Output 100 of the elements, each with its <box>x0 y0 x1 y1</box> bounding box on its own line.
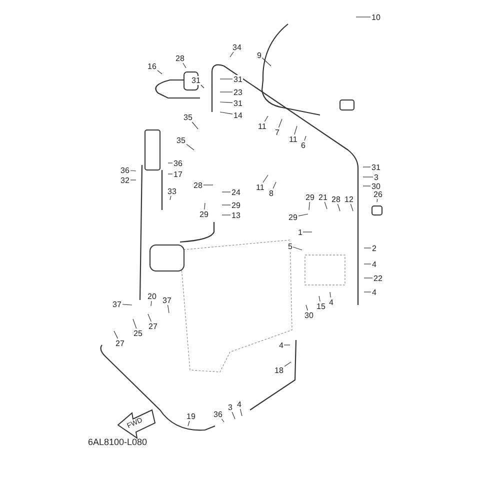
callout-number: 11 <box>257 122 268 130</box>
callout-number: 10 <box>370 12 382 22</box>
callout-number: 11 <box>255 182 266 192</box>
callout-number: 4 <box>371 260 378 268</box>
callout-number: 6 <box>300 140 306 150</box>
callout-number: 30 <box>304 310 314 320</box>
callout-number: 26 <box>372 190 384 198</box>
callout-number: 31 <box>232 98 244 108</box>
leader-line <box>362 166 371 168</box>
callout-number: 1 <box>297 228 304 236</box>
callout-number: 36 <box>120 166 130 174</box>
callout-number: 23 <box>232 88 244 96</box>
leader-line <box>132 318 137 329</box>
callout-number: 29 <box>230 200 242 210</box>
leader-line <box>318 296 320 302</box>
callout-number: 20 <box>146 292 158 300</box>
leader-line <box>264 116 268 122</box>
callout-number: 16 <box>146 62 158 70</box>
callout-number: 29 <box>288 212 298 222</box>
leader-line <box>356 16 371 18</box>
callout-number: 3 <box>227 402 234 412</box>
callout-number: 37 <box>162 296 172 304</box>
leader-line <box>130 170 136 172</box>
leader-line <box>324 201 328 210</box>
callout-number: 15 <box>316 302 326 310</box>
callout-number: 11 <box>288 134 298 144</box>
callout-number: 18 <box>274 366 284 374</box>
leader-line <box>220 78 233 80</box>
callout-number: 13 <box>230 210 242 220</box>
callout-number: 17 <box>172 170 184 178</box>
callout-number: 28 <box>192 180 204 190</box>
leader-line <box>284 362 292 367</box>
leader-line <box>220 102 233 103</box>
leader-line <box>222 204 231 206</box>
callout-number: 4 <box>328 298 334 306</box>
leader-line <box>186 144 194 150</box>
callout-number: 3 <box>373 172 380 182</box>
leader-line <box>337 203 340 212</box>
callout-number: 19 <box>186 412 196 420</box>
callout-number: 7 <box>274 128 280 136</box>
leader-line <box>167 304 170 314</box>
callout-number: 31 <box>232 74 244 84</box>
leader-line <box>262 174 268 183</box>
leader-line <box>278 118 282 128</box>
leader-line <box>292 246 302 250</box>
callout-number: 21 <box>318 192 328 202</box>
callout-number: 32 <box>120 176 130 184</box>
leader-line <box>150 300 152 306</box>
callout-number: 34 <box>232 42 242 52</box>
callout-number: 36 <box>172 158 184 168</box>
callout-number: 9 <box>256 50 262 60</box>
leader-line <box>304 136 306 141</box>
callout-number: 29 <box>304 192 316 202</box>
leader-line <box>148 314 152 322</box>
callout-number: 4 <box>236 400 242 408</box>
callout-number: 8 <box>268 188 274 198</box>
leader-line <box>272 182 276 189</box>
callout-number: 27 <box>114 338 126 348</box>
drawing-code: 6AL8100-L080 <box>88 437 148 447</box>
callout-number: 5 <box>287 242 294 250</box>
leader-line <box>308 201 310 210</box>
leader-line <box>220 112 233 114</box>
leader-line <box>122 304 132 306</box>
callout-number: 33 <box>166 186 178 196</box>
callout-number: 22 <box>372 274 384 282</box>
leader-line <box>350 203 354 212</box>
callout-number: 25 <box>132 328 144 338</box>
callout-number: 14 <box>232 110 244 120</box>
leader-line <box>168 162 173 164</box>
leader-line <box>157 70 162 74</box>
callout-number: 30 <box>370 182 382 190</box>
callout-number: 27 <box>148 322 158 330</box>
leader-line <box>330 292 331 298</box>
leader-line <box>298 214 308 216</box>
callout-number: 37 <box>112 300 122 308</box>
leader-line <box>240 408 242 416</box>
leader-line <box>362 176 374 178</box>
leader-line <box>294 126 298 135</box>
callout-number: 35 <box>176 136 186 144</box>
callout-number: 29 <box>198 210 210 218</box>
leader-line <box>204 202 206 210</box>
leader-line <box>182 62 186 68</box>
leader-line <box>306 304 308 311</box>
leader-line <box>114 330 118 339</box>
leader-line <box>262 57 272 66</box>
callout-number: 35 <box>182 112 194 122</box>
leader-line <box>232 411 236 420</box>
callout-number: 28 <box>330 194 342 204</box>
callout-number: 4 <box>278 340 284 350</box>
leader-line <box>376 198 378 202</box>
callout-number: 31 <box>370 162 382 172</box>
callout-number: 28 <box>174 54 186 62</box>
leader-line <box>203 184 214 186</box>
callout-number: 12 <box>344 194 354 204</box>
leader-line <box>191 121 198 130</box>
leader-line <box>284 344 290 346</box>
callout-number: 36 <box>212 410 224 418</box>
leader-line <box>230 51 234 58</box>
callout-number: 4 <box>371 288 378 296</box>
leader-line <box>222 214 231 216</box>
